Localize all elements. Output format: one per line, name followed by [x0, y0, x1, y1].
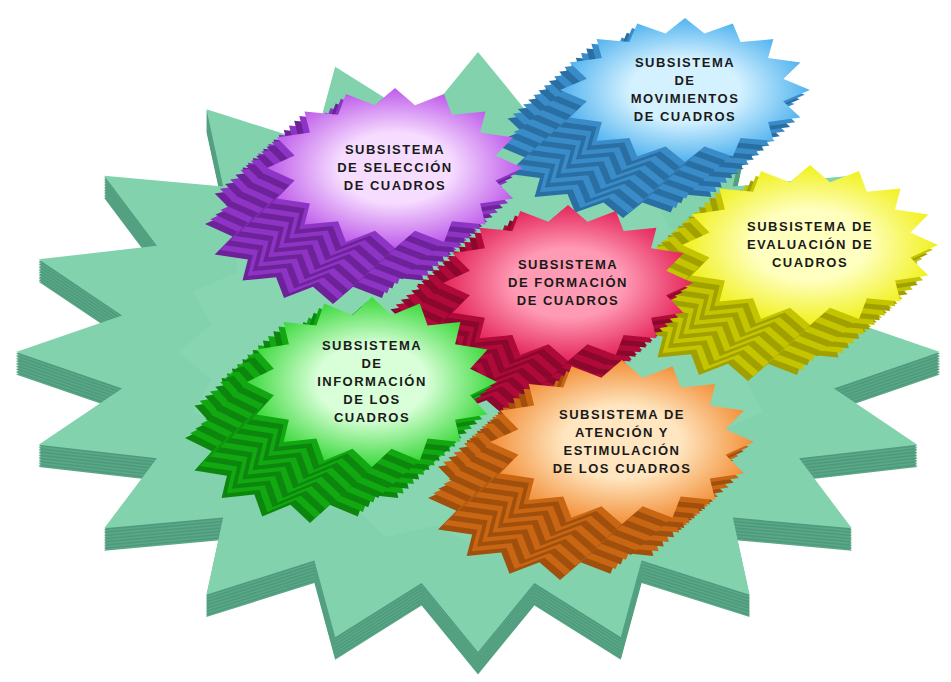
subsystem-label: SUBSISTEMA DE INFORMACIÓN DE LOS CUADROS — [311, 337, 433, 427]
subsystem-star: SUBSISTEMA DE FORMACIÓN DE CUADROS — [443, 205, 693, 361]
text-wrap: SUBSISTEMA DE SELECCIÓN DE CUADROS — [267, 88, 523, 248]
subsystem-star: SUBSISTEMA DE SELECCIÓN DE CUADROS — [267, 88, 523, 248]
subsystem-label: SUBSISTEMA DE ATENCIÓN Y ESTIMULACIÓN DE… — [552, 406, 692, 478]
text-column: SUBSISTEMA DE INFORMACIÓN DE LOS CUADROS — [311, 337, 433, 427]
text-column: SUBSISTEMA DE FORMACIÓN DE CUADROS — [506, 256, 631, 310]
star-shape — [490, 360, 754, 524]
base-top — [16, 52, 940, 652]
star-face — [560, 18, 810, 162]
text-wrap: SUBSISTEMA DE EVALUACIÓN DE CUADROS — [682, 165, 938, 325]
star-face — [490, 360, 754, 524]
subsystem-label: SUBSISTEMA DE MOVIMIENTOS DE CUADROS — [623, 54, 748, 126]
subsystem-label: SUBSISTEMA DE FORMACIÓN DE CUADROS — [506, 256, 631, 310]
subsystem-star: SUBSISTEMA DE EVALUACIÓN DE CUADROS — [682, 165, 938, 325]
star-face — [247, 297, 497, 467]
subsystem-star: SUBSISTEMA DE INFORMACIÓN DE LOS CUADROS — [247, 297, 497, 467]
star-shape — [560, 18, 810, 162]
text-column: SUBSISTEMA DE MOVIMIENTOS DE CUADROS — [623, 54, 748, 126]
subsystem-label: SUBSISTEMA DE SELECCIÓN DE CUADROS — [335, 141, 455, 195]
text-wrap: SUBSISTEMA DE INFORMACIÓN DE LOS CUADROS — [247, 297, 497, 467]
star-face — [682, 165, 938, 325]
subsystem-label: SUBSISTEMA DE EVALUACIÓN DE CUADROS — [746, 218, 874, 272]
text-wrap: SUBSISTEMA DE ATENCIÓN Y ESTIMULACIÓN DE… — [490, 360, 754, 524]
subsystem-star: SUBSISTEMA DE MOVIMIENTOS DE CUADROS — [560, 18, 810, 162]
star-face — [443, 205, 693, 361]
text-wrap: SUBSISTEMA DE MOVIMIENTOS DE CUADROS — [560, 18, 810, 162]
text-column: SUBSISTEMA DE ATENCIÓN Y ESTIMULACIÓN DE… — [552, 406, 692, 478]
star-face — [267, 88, 523, 248]
text-column: SUBSISTEMA DE SELECCIÓN DE CUADROS — [335, 141, 455, 195]
subsystem-star: SUBSISTEMA DE ATENCIÓN Y ESTIMULACIÓN DE… — [490, 360, 754, 524]
text-wrap: SUBSISTEMA DE FORMACIÓN DE CUADROS — [443, 205, 693, 361]
text-column: SUBSISTEMA DE EVALUACIÓN DE CUADROS — [746, 218, 874, 272]
